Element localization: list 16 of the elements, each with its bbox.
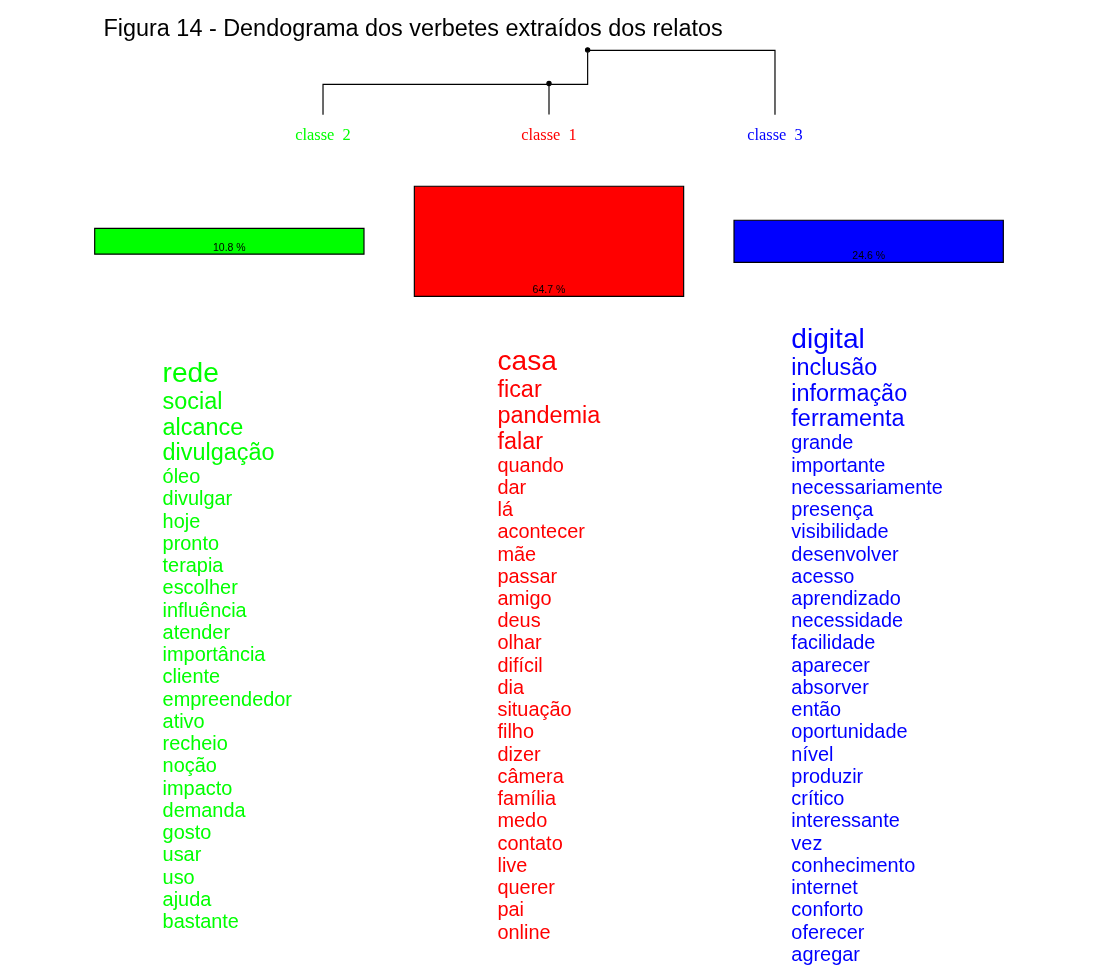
node-text: digital inclusão informação ferramenta grande importante necessariamente presença visibilidade desenvolver acesso aprendizado necessidade facilidade aparecer absorver então oportunidade nível produzir crítico interessante vez conhecimento internet conforto oferecer agregar <box>791 323 943 965</box>
connector <box>548 85 550 116</box>
connector <box>550 51 589 85</box>
node-text: classe 1 <box>521 125 577 145</box>
node-box: 10.8 % <box>94 227 365 255</box>
connector <box>589 49 776 116</box>
node-text: classe 3 <box>747 125 803 145</box>
connector <box>322 83 548 116</box>
diagram-title: Figura 14 - Dendograma dos verbetes extraídos dos relatos <box>103 15 723 42</box>
node-text: casa ficar pandemia falar quando dar lá acontecer mãe passar amigo deus olhar difícil dia situação filho dizer câmera família medo contato live querer pai online <box>497 345 601 943</box>
node-text: classe 2 <box>295 125 351 145</box>
node-text: rede social alcance divulgação óleo divulgar hoje pronto terapia escolher influência atender importância cliente empreendedor ativo recheio noção impacto demanda gosto usar uso ajuda bastante <box>162 357 292 933</box>
node-box: 64.7 % <box>413 185 685 297</box>
node-point <box>546 80 552 87</box>
node-box: 24.6 % <box>733 219 1004 263</box>
node-point <box>584 47 591 53</box>
